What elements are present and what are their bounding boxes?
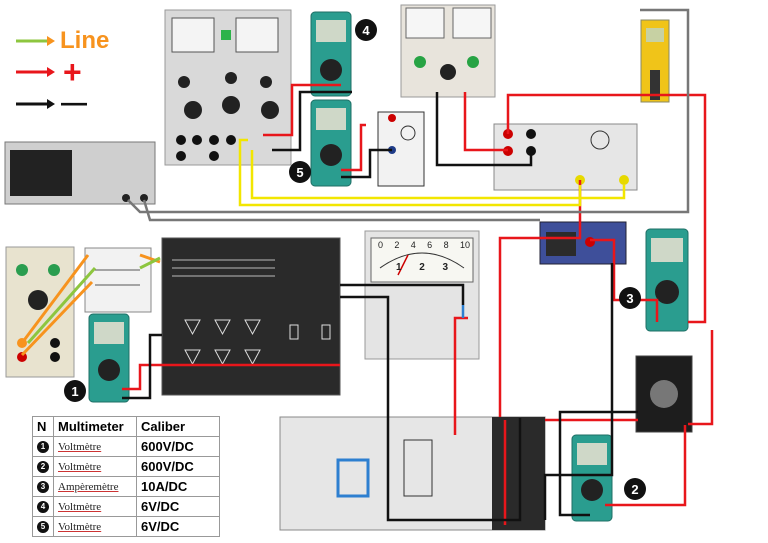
multimeter-type: Voltmètre xyxy=(58,520,102,533)
analog-meter-module xyxy=(364,230,480,360)
legend-plus-symbol: + xyxy=(63,54,82,90)
table-row: 2 Voltmètre 600V/DC xyxy=(32,456,220,477)
badge-multimeter-2: 2 xyxy=(624,478,646,500)
rectifier-board xyxy=(161,237,341,396)
table-header-caliber: Caliber xyxy=(136,416,220,437)
table-row: 1 Voltmètre 600V/DC xyxy=(32,436,220,457)
table-header-n: N xyxy=(32,416,54,437)
scale-tick-label: 4 xyxy=(410,240,416,250)
badge-multimeter-1: 1 xyxy=(64,380,86,402)
row-number: 1 xyxy=(37,440,49,453)
row-number: 3 xyxy=(37,480,49,493)
multimeter-type: Ampèremètre xyxy=(58,480,119,493)
chopper-board xyxy=(279,416,546,531)
table-row: 5 Voltmètre 6V/DC xyxy=(32,516,220,537)
row-number: 2 xyxy=(37,460,49,473)
legend-minus-symbol: — xyxy=(61,87,87,117)
multimeter-type: Voltmètre xyxy=(58,440,102,453)
scale-tick-label: 3 xyxy=(442,262,448,273)
wires-black xyxy=(122,90,638,522)
multimeter-2 xyxy=(571,434,613,522)
scale-tick-label: 10 xyxy=(459,240,470,250)
scale-tick-label: 2 xyxy=(394,240,400,250)
wires-orange-green xyxy=(20,253,161,357)
table-row: 3 Ampèremètre 10A/DC xyxy=(32,476,220,497)
row-number: 4 xyxy=(37,500,49,513)
legend-line-label: Line xyxy=(60,27,110,54)
clamp-meter xyxy=(640,19,670,103)
multimeter-type: Voltmètre xyxy=(58,500,102,513)
caliber-value: 6V/DC xyxy=(141,519,180,534)
table-header-multimeter: Multimeter xyxy=(53,416,137,437)
caliber-value: 600V/DC xyxy=(141,459,194,474)
caliber-value: 600V/DC xyxy=(141,439,194,454)
row-number: 5 xyxy=(37,520,49,533)
oscilloscope xyxy=(4,141,156,205)
transformer-block xyxy=(84,247,152,313)
table-row: 4 Voltmètre 6V/DC xyxy=(32,496,220,517)
wires-yellow xyxy=(238,138,626,207)
meter-module xyxy=(400,4,496,98)
multimeter-4 xyxy=(310,11,352,97)
caliber-value: 10A/DC xyxy=(141,479,188,494)
badge-multimeter-3: 3 xyxy=(619,287,641,309)
multimeter-table: N Multimeter Caliber 1 Voltmètre 600V/DC… xyxy=(32,416,220,537)
terminal-board xyxy=(493,123,638,191)
scale-tick-label: 6 xyxy=(427,240,433,250)
multimeter-3 xyxy=(645,228,689,332)
wires-gray xyxy=(127,8,690,222)
power-supply-panel xyxy=(164,9,292,166)
analog-meter-scale: 0 2 4 6 8 10 xyxy=(378,240,470,250)
badge-multimeter-4: 4 xyxy=(355,19,377,41)
resistor-load xyxy=(635,355,693,433)
analog-meter-scale-low: 1 2 3 xyxy=(396,262,448,273)
multimeter-5 xyxy=(310,99,352,187)
scale-tick-label: 1 xyxy=(396,262,402,273)
scale-tick-label: 0 xyxy=(378,240,384,250)
multimeter-type: Voltmètre xyxy=(58,460,102,473)
multimeter-1 xyxy=(88,313,130,403)
caliber-value: 6V/DC xyxy=(141,499,180,514)
legend xyxy=(16,36,55,109)
scale-tick-label: 2 xyxy=(419,262,425,273)
badge-multimeter-5: 5 xyxy=(289,161,311,183)
scale-tick-label: 8 xyxy=(443,240,449,250)
